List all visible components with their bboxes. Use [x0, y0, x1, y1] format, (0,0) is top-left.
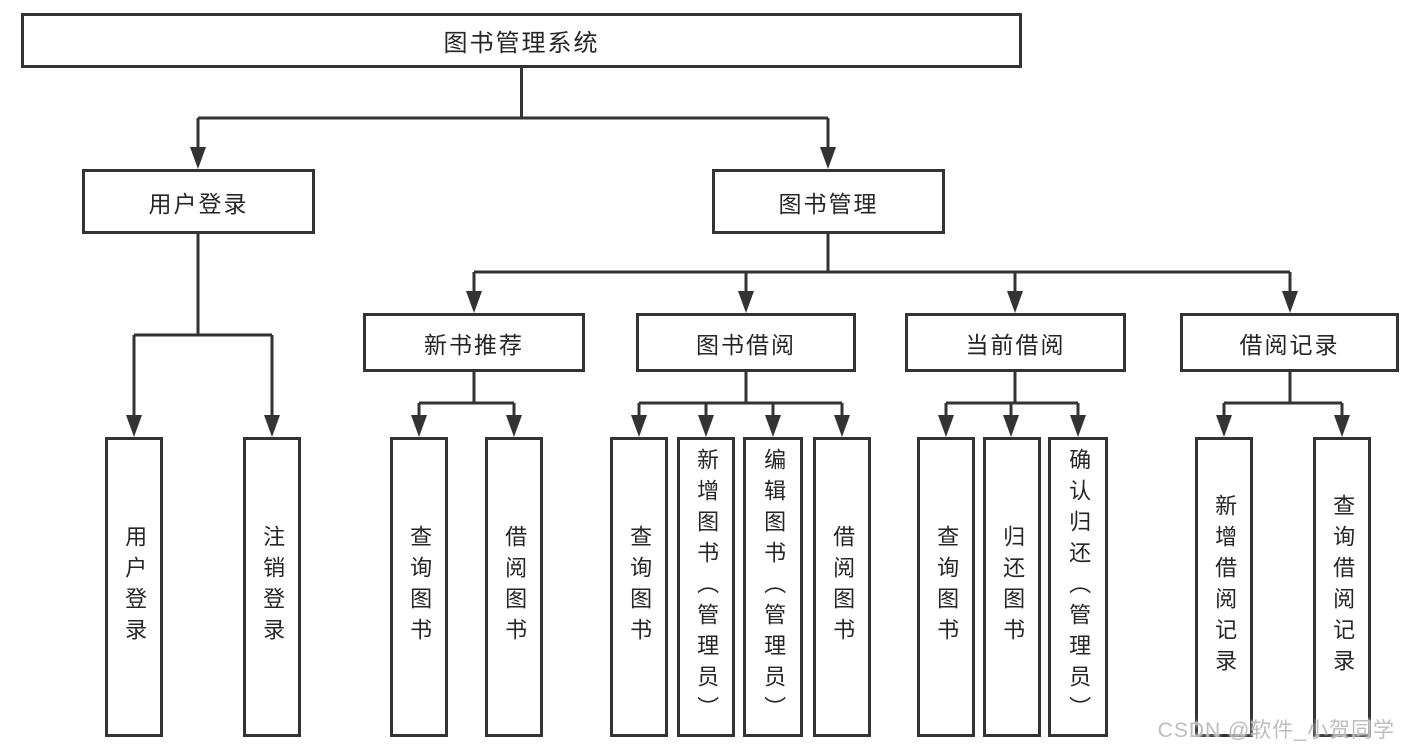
leaf-records-query: 查询借阅记录	[1313, 437, 1371, 737]
watermark: CSDN @软件_小贺同学	[1157, 719, 1395, 742]
node-book-borrow-label: 图书借阅	[696, 331, 796, 358]
leaf-current-query-label: 查询图书	[934, 525, 960, 649]
arrowheads	[126, 147, 1350, 437]
node-book-mgmt-label: 图书管理	[778, 190, 879, 217]
connector-book-borrow-split	[637, 372, 844, 420]
arrowhead	[631, 415, 647, 437]
leaf-logout: 注销登录	[243, 437, 301, 737]
connector-borrow-records-split	[1222, 372, 1344, 420]
arrowhead	[264, 415, 280, 437]
leaf-newbooks-borrow-label: 借阅图书	[502, 525, 528, 649]
leaf-borrow-query-label: 查询图书	[627, 525, 653, 649]
node-book-borrow: 图书借阅	[636, 313, 856, 372]
leaf-newbooks-query: 查询图书	[390, 437, 448, 737]
leaf-user-login-label: 用户登录	[122, 525, 148, 649]
leaf-newbooks-borrow: 借阅图书	[485, 437, 543, 737]
leaf-borrow-query: 查询图书	[610, 437, 668, 737]
arrowhead	[1216, 415, 1232, 437]
node-borrow-records: 借阅记录	[1180, 313, 1399, 372]
node-root: 图书管理系统	[21, 13, 1022, 68]
leaf-current-query: 查询图书	[917, 437, 975, 737]
node-new-books: 新书推荐	[363, 313, 585, 372]
leaf-records-add: 新增借阅记录	[1195, 437, 1253, 737]
node-user-login: 用户登录	[82, 169, 315, 234]
arrowhead	[1334, 415, 1350, 437]
arrowhead	[506, 415, 522, 437]
arrowhead	[1007, 291, 1023, 313]
connector-root-split	[196, 68, 830, 151]
arrowhead	[126, 415, 142, 437]
arrowhead	[938, 415, 954, 437]
arrowhead	[1003, 415, 1019, 437]
node-current-borrow-label: 当前借阅	[965, 331, 1066, 358]
leaf-borrow-add: 新增图书（管理员）	[677, 437, 735, 737]
leaf-newbooks-query-label: 查询图书	[407, 525, 433, 649]
arrowhead	[738, 291, 754, 313]
leaf-current-return: 归还图书	[983, 437, 1041, 737]
arrowhead	[834, 415, 850, 437]
node-borrow-records-label: 借阅记录	[1239, 331, 1340, 358]
node-book-mgmt: 图书管理	[712, 169, 945, 234]
leaf-borrow-borrow: 借阅图书	[813, 437, 871, 737]
arrowhead	[1282, 291, 1298, 313]
leaf-current-confirm: 确认归还（管理员）	[1048, 437, 1108, 737]
leaf-borrow-borrow-label: 借阅图书	[830, 525, 856, 649]
node-new-books-label: 新书推荐	[424, 331, 524, 358]
leaf-borrow-edit-label: 编辑图书（管理员）	[761, 447, 787, 727]
arrowhead	[698, 415, 714, 437]
connector-user-login-split	[132, 234, 274, 420]
leaf-records-query-label: 查询借阅记录	[1330, 494, 1356, 680]
node-user-login-label: 用户登录	[148, 190, 249, 217]
leaf-user-login: 用户登录	[105, 437, 163, 737]
arrowhead	[820, 147, 836, 169]
leaf-current-return-label: 归还图书	[1000, 525, 1026, 649]
arrowhead	[765, 415, 781, 437]
arrowhead	[411, 415, 427, 437]
connector-new-books-split	[417, 372, 516, 420]
arrowhead	[466, 291, 482, 313]
leaf-borrow-add-label: 新增图书（管理员）	[694, 447, 720, 727]
node-current-borrow: 当前借阅	[905, 313, 1126, 372]
connector-current-borrow-split	[944, 372, 1080, 420]
leaf-records-add-label: 新增借阅记录	[1212, 494, 1238, 680]
node-root-label: 图书管理系统	[443, 30, 600, 57]
arrowhead	[190, 147, 206, 169]
connector-book-mgmt-split	[472, 234, 1292, 295]
leaf-current-confirm-label: 确认归还（管理员）	[1066, 447, 1092, 727]
leaf-borrow-edit: 编辑图书（管理员）	[743, 437, 803, 737]
leaf-logout-label: 注销登录	[260, 525, 286, 649]
arrowhead	[1070, 415, 1086, 437]
